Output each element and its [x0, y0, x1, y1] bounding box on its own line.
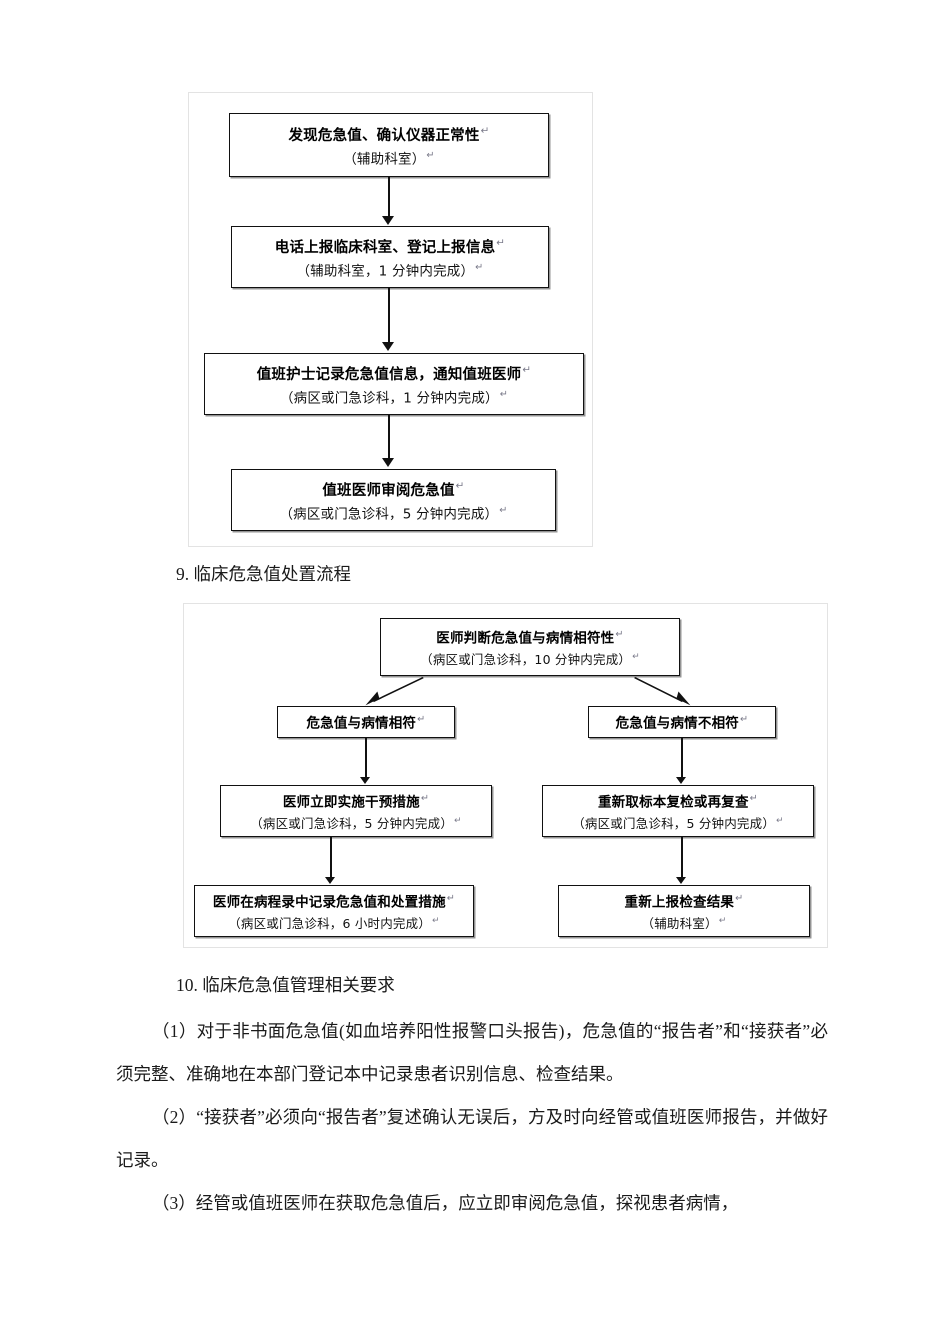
arrow-head-icon: [676, 877, 686, 884]
arrow-head-icon: [382, 216, 394, 225]
connector-line: [388, 177, 390, 217]
flow-box-subtitle: （病区或门急诊科，1 分钟内完成）↵: [279, 388, 509, 407]
arrow-head-icon: [382, 458, 394, 467]
arrow-head-icon: [325, 877, 335, 884]
pilcrow-mark: ↵: [446, 892, 456, 904]
pilcrow-mark: ↵: [499, 504, 508, 516]
flow-box-subtitle: （病区或门急诊科，10 分钟内完成）↵: [420, 652, 640, 668]
pilcrow-mark: ↵: [632, 652, 640, 663]
flow-box-title: 电话上报临床科室、登记上报信息↵: [274, 236, 506, 256]
connector-line: [681, 738, 683, 778]
flow-box-title: 重新取标本复检或再复查↵: [597, 792, 759, 811]
pilcrow-mark: ↵: [735, 892, 744, 904]
pilcrow-mark: ↵: [417, 714, 426, 726]
flow-box-value-mismatches-condition: 危急值与病情不相符↵: [588, 706, 776, 738]
flowchart-critical-value-reporting: 发现危急值、确认仪器正常性↵ （辅助科室）↵ 电话上报临床科室、登记上报信息↵ …: [188, 92, 593, 547]
flowchart-two-canvas: 医师判断危急值与病情相符性↵ （病区或门急诊科，10 分钟内完成）↵ 危急值与病…: [184, 604, 827, 947]
flow-box-phone-report-clinic: 电话上报临床科室、登记上报信息↵ （辅助科室，1 分钟内完成）↵: [231, 226, 549, 288]
connector-line: [681, 837, 683, 878]
flow-box-title: 值班医师审阅危急值↵: [322, 479, 465, 499]
pilcrow-mark: ↵: [432, 916, 440, 927]
connector-line: [365, 738, 367, 778]
flow-box-subtitle: （病区或门急诊科，6 小时内完成）↵: [228, 916, 440, 932]
flow-box-subtitle: （病区或门急诊科，5 分钟内完成）↵: [572, 816, 784, 832]
flow-box-judge-consistency: 医师判断危急值与病情相符性↵ （病区或门急诊科，10 分钟内完成）↵: [380, 618, 680, 676]
arrow-head-icon: [360, 777, 370, 784]
flow-box-discover-critical-value: 发现危急值、确认仪器正常性↵ （辅助科室）↵: [229, 113, 549, 177]
flow-box-title: 医师在病程录中记录危急值和处置措施↵: [212, 892, 456, 911]
flow-box-title: 重新上报检查结果↵: [624, 892, 744, 911]
requirement-paragraph-1: （1）对于非书面危急值(如血培养阳性报警口头报告)，危急值的“报告者”和“接获者…: [116, 1010, 828, 1096]
pilcrow-mark: ↵: [749, 792, 759, 804]
flow-box-subtitle: （辅助科室）↵: [641, 916, 727, 932]
paragraph-text: （2）“接获者”必须向“报告者”复述确认无误后，方及时向经管或值班医师报告，并做…: [116, 1107, 828, 1170]
flow-box-value-matches-condition: 危急值与病情相符↵: [277, 706, 455, 738]
flow-box-record-in-progress-note: 医师在病程录中记录危急值和处置措施↵ （病区或门急诊科，6 小时内完成）↵: [194, 885, 474, 937]
pilcrow-mark: ↵: [739, 714, 749, 726]
flow-box-title: 值班护士记录危急值信息，通知值班医师↵: [256, 363, 532, 383]
pilcrow-mark: ↵: [454, 816, 462, 827]
paragraph-text: （1）对于非书面危急值(如血培养阳性报警口头报告)，危急值的“报告者”和“接获者…: [116, 1021, 828, 1084]
flow-box-resample-recheck: 重新取标本复检或再复查↵ （病区或门急诊科，5 分钟内完成）↵: [542, 785, 814, 837]
pilcrow-mark: ↵: [615, 628, 624, 640]
flow-box-doctor-review-critical-value: 值班医师审阅危急值↵ （病区或门急诊科，5 分钟内完成）↵: [231, 469, 556, 531]
pilcrow-mark: ↵: [718, 916, 727, 927]
flow-box-nurse-record-notify: 值班护士记录危急值信息，通知值班医师↵ （病区或门急诊科，1 分钟内完成）↵: [204, 353, 584, 415]
requirement-paragraph-2: （2）“接获者”必须向“报告者”复述确认无误后，方及时向经管或值班医师报告，并做…: [116, 1096, 828, 1182]
flow-box-title: 危急值与病情不相符↵: [615, 714, 749, 732]
requirement-paragraph-3: （3）经管或值班医师在获取危急值后，应立即审阅危急值，探视患者病情，: [116, 1182, 828, 1225]
flowchart-critical-value-handling: 医师判断危急值与病情相符性↵ （病区或门急诊科，10 分钟内完成）↵ 危急值与病…: [183, 603, 828, 948]
pilcrow-mark: ↵: [455, 479, 465, 492]
pilcrow-mark: ↵: [522, 363, 532, 376]
flow-box-title: 发现危急值、确认仪器正常性↵: [288, 124, 490, 144]
flowchart-one-canvas: 发现危急值、确认仪器正常性↵ （辅助科室）↵ 电话上报临床科室、登记上报信息↵ …: [189, 93, 592, 546]
paragraph-text: （3）经管或值班医师在获取危急值后，应立即审阅危急值，探视患者病情，: [152, 1193, 739, 1213]
flow-box-title: 医师判断危急值与病情相符性↵: [436, 628, 624, 647]
pilcrow-mark: ↵: [776, 816, 784, 827]
connector-line: [388, 415, 390, 458]
pilcrow-mark: ↵: [480, 124, 490, 137]
flow-box-title: 危急值与病情相符↵: [306, 714, 426, 732]
section-heading-10: 10. 临床危急值管理相关要求: [176, 975, 395, 995]
section-heading-9: 9. 临床危急值处置流程: [176, 564, 351, 584]
flow-box-resubmit-test-result: 重新上报检查结果↵ （辅助科室）↵: [558, 885, 810, 937]
flow-box-title: 医师立即实施干预措施↵: [282, 792, 430, 811]
arrow-head-icon: [676, 777, 686, 784]
pilcrow-mark: ↵: [426, 149, 435, 161]
pilcrow-mark: ↵: [420, 792, 430, 804]
pilcrow-mark: ↵: [475, 261, 484, 273]
pilcrow-mark: ↵: [499, 388, 509, 400]
flow-box-subtitle: （辅助科室，1 分钟内完成）↵: [296, 261, 484, 280]
arrow-head-icon: [382, 342, 394, 351]
flow-box-subtitle: （辅助科室）↵: [343, 149, 435, 168]
connector-line: [388, 288, 390, 342]
connector-line: [330, 837, 332, 878]
pilcrow-mark: ↵: [496, 236, 506, 249]
flow-box-subtitle: （病区或门急诊科，5 分钟内完成）↵: [250, 816, 462, 832]
flow-box-immediate-intervention: 医师立即实施干预措施↵ （病区或门急诊科，5 分钟内完成）↵: [220, 785, 492, 837]
flow-box-subtitle: （病区或门急诊科，5 分钟内完成）↵: [279, 504, 508, 523]
